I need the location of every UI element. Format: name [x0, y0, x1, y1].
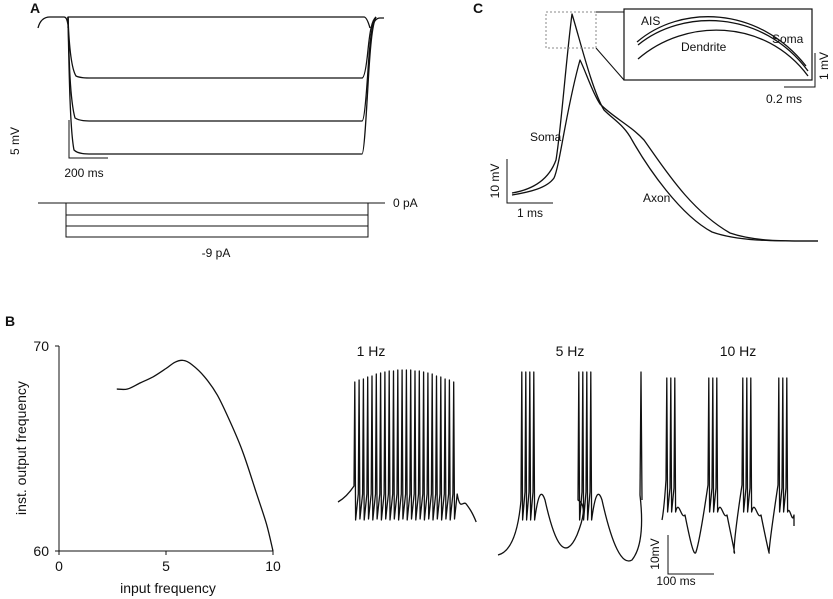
current-label-top: 0 pA — [393, 196, 418, 210]
voltage-trace-step-3 — [67, 16, 377, 155]
action-potential-axon — [511, 59, 819, 242]
label-soma-c: Soma — [530, 130, 562, 144]
scale-bar-c-ms: 1 ms — [517, 206, 543, 220]
trace-label-5hz: 5 Hz — [556, 343, 585, 359]
spike-trace-5hz — [497, 371, 643, 562]
series-line — [116, 359, 274, 552]
y-axis-label: inst. output frequency — [13, 381, 29, 515]
inset-label-dendrite: Dendrite — [681, 40, 727, 54]
voltage-trace-step-2 — [67, 16, 377, 122]
inset-label-ais: AIS — [641, 14, 660, 28]
panel-b-letter: B — [5, 313, 15, 329]
label-axon-c: Axon — [643, 191, 670, 205]
panel-a-letter: A — [30, 0, 40, 16]
inset-trace-soma — [637, 20, 809, 72]
voltage-trace-baseline — [37, 16, 384, 29]
action-potential-soma — [511, 13, 819, 242]
trace-label-10hz: 10 Hz — [720, 343, 757, 359]
scale-bar-a — [68, 120, 108, 159]
panel-c: C Soma Axon 10 mV 1 ms AIS Soma Dendrite… — [473, 0, 831, 242]
scale-bar-c — [506, 159, 553, 204]
current-step-1 — [65, 203, 369, 216]
panel-a: A 5 mV 200 ms 0 pA -9 pA — [8, 0, 418, 260]
inset-label-soma: Soma — [772, 32, 804, 46]
x-tick-label: 5 — [162, 558, 170, 574]
scale-bar-b-mv: 10mV — [648, 538, 662, 569]
spike-trace-10hz — [661, 377, 795, 554]
chart-ticks: 0 5 10 60 70 — [33, 338, 281, 574]
frequency-chart: 0 5 10 60 70 inst. output frequency input fr… — [13, 338, 281, 596]
panel-c-letter: C — [473, 0, 483, 16]
trace-label-1hz: 1 Hz — [357, 343, 386, 359]
inset-scale-mv: 1 mV — [817, 52, 831, 80]
inset-trace-ais — [636, 16, 807, 67]
current-step-3 — [65, 226, 369, 238]
inset-trace-dendrite — [637, 29, 809, 77]
scale-bar-a-ms: 200 ms — [64, 166, 103, 180]
x-tick-label: 0 — [55, 558, 63, 574]
scale-bar-a-mv: 5 mV — [8, 127, 22, 155]
spike-trace-1hz — [337, 369, 477, 523]
inset-scale-bar — [784, 53, 816, 88]
panel-b: B 0 5 10 60 70 inst. output frequency input … — [5, 313, 795, 596]
x-axis-label: input frequency — [120, 580, 216, 596]
voltage-trace-step-1 — [67, 16, 377, 79]
y-tick-label: 60 — [33, 543, 49, 559]
zoom-region-box — [545, 11, 597, 49]
scale-bar-c-mv: 10 mV — [488, 164, 502, 199]
current-label-bottom: -9 pA — [202, 246, 231, 260]
zoom-connector-bottom — [595, 47, 625, 81]
scale-bar-b — [667, 535, 714, 575]
y-tick-label: 70 — [33, 338, 49, 354]
current-step-2 — [65, 215, 369, 227]
inset-scale-ms: 0.2 ms — [766, 92, 802, 106]
scale-bar-b-ms: 100 ms — [656, 574, 695, 588]
x-tick-label: 10 — [265, 558, 281, 574]
